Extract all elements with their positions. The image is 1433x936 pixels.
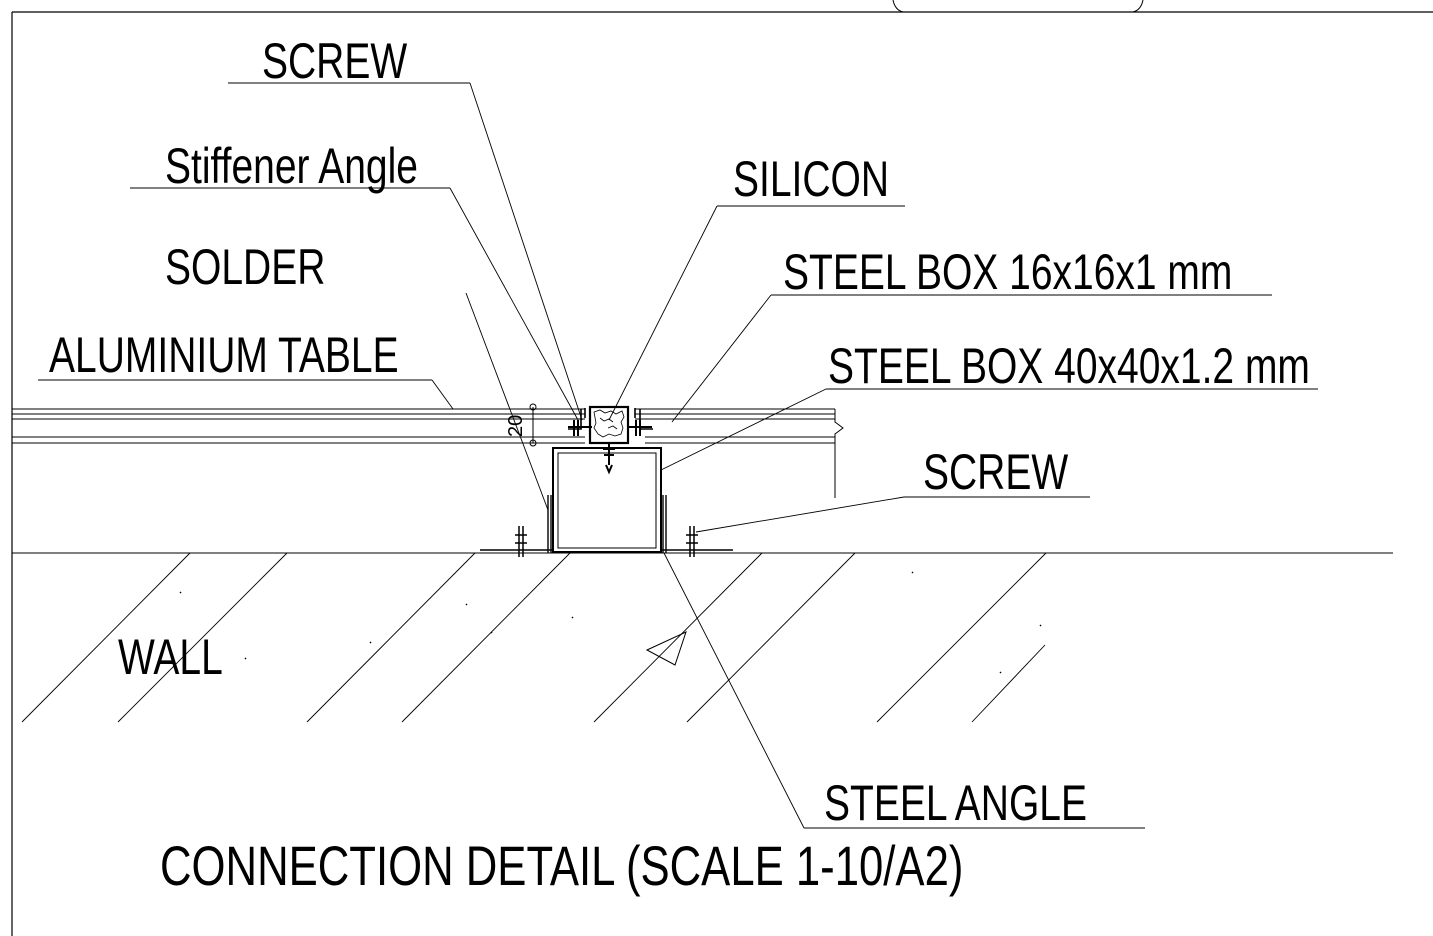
- drawing-title: CONNECTION DETAIL (SCALE 1-10/A2): [160, 834, 964, 897]
- label-steel-angle: STEEL ANGLE: [824, 775, 1088, 831]
- wall-hatching-dots: [179, 571, 1042, 674]
- label-screw-top: SCREW: [262, 33, 408, 89]
- label-screw-bottom: SCREW: [923, 444, 1069, 500]
- steel-box-40x40: [552, 447, 662, 553]
- label-steel-box-16x16: STEEL BOX 16x16x1 mm: [783, 244, 1233, 300]
- frame-title-arc: [892, 0, 1144, 13]
- leader-lines: [38, 82, 1318, 829]
- label-aluminium-table: ALUMINIUM TABLE: [49, 327, 399, 383]
- aluminium-table-panel: [12, 408, 844, 498]
- silicon-fill: [593, 409, 625, 438]
- anchor-screws: [515, 526, 698, 557]
- label-stiffener-angle: Stiffener Angle: [165, 138, 418, 194]
- label-wall: WALL: [118, 629, 223, 685]
- steel-angle: [480, 495, 733, 553]
- dimension-20: [529, 403, 537, 447]
- label-steel-box-40x40: STEEL BOX 40x40x1.2 mm: [828, 338, 1310, 394]
- wall-hatching: [21, 552, 1047, 723]
- dimension-text: 20: [505, 414, 527, 437]
- joint-screws: [568, 420, 652, 475]
- wall-aggregate-triangle: [645, 631, 687, 666]
- label-solder: SOLDER: [165, 239, 326, 295]
- label-silicon: SILICON: [733, 151, 890, 207]
